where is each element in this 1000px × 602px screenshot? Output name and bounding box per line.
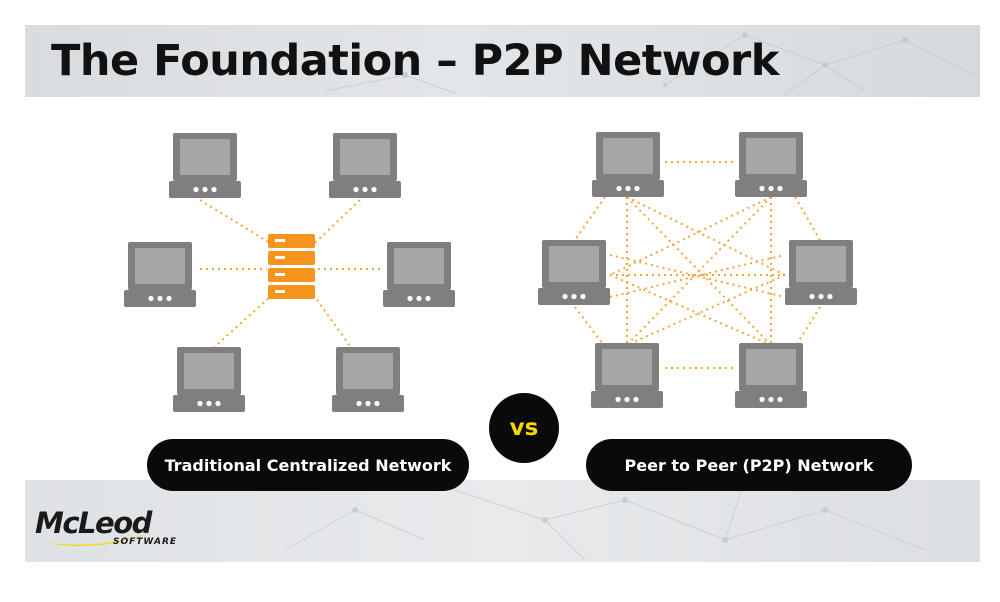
- centralized-network-label: Traditional Centralized Network: [147, 439, 469, 491]
- laptop-icon: [591, 343, 663, 408]
- laptop-icon: [785, 240, 857, 305]
- laptop-icon: [329, 133, 401, 198]
- server-icon: [268, 234, 315, 299]
- page-title: The Foundation – P2P Network: [51, 36, 779, 86]
- vs-badge: vs: [489, 393, 559, 463]
- laptop-icon: [169, 133, 241, 198]
- network-background-pattern: [324, 32, 976, 96]
- p2p-network-label: Peer to Peer (P2P) Network: [586, 439, 912, 491]
- laptop-icon: [173, 347, 245, 412]
- laptop-icon: [383, 242, 455, 307]
- slide: The Foundation – P2P Network: [25, 25, 980, 562]
- laptop-icon: [332, 347, 404, 412]
- logo-subtitle: SOFTWARE: [113, 537, 178, 547]
- laptop-icon: [124, 242, 196, 307]
- laptop-icon: [538, 240, 610, 305]
- logo-name: McLeod: [35, 506, 152, 540]
- title-bar: The Foundation – P2P Network: [25, 25, 980, 97]
- footer-bar: [25, 480, 980, 562]
- network-diagram: [124, 132, 857, 412]
- laptop-icon: [735, 132, 807, 197]
- mcleod-logo: McLeod SOFTWARE: [35, 506, 185, 553]
- p2p-links: [574, 161, 821, 369]
- laptop-icon: [592, 132, 664, 197]
- laptop-icon: [735, 343, 807, 408]
- network-background-pattern: [284, 480, 926, 561]
